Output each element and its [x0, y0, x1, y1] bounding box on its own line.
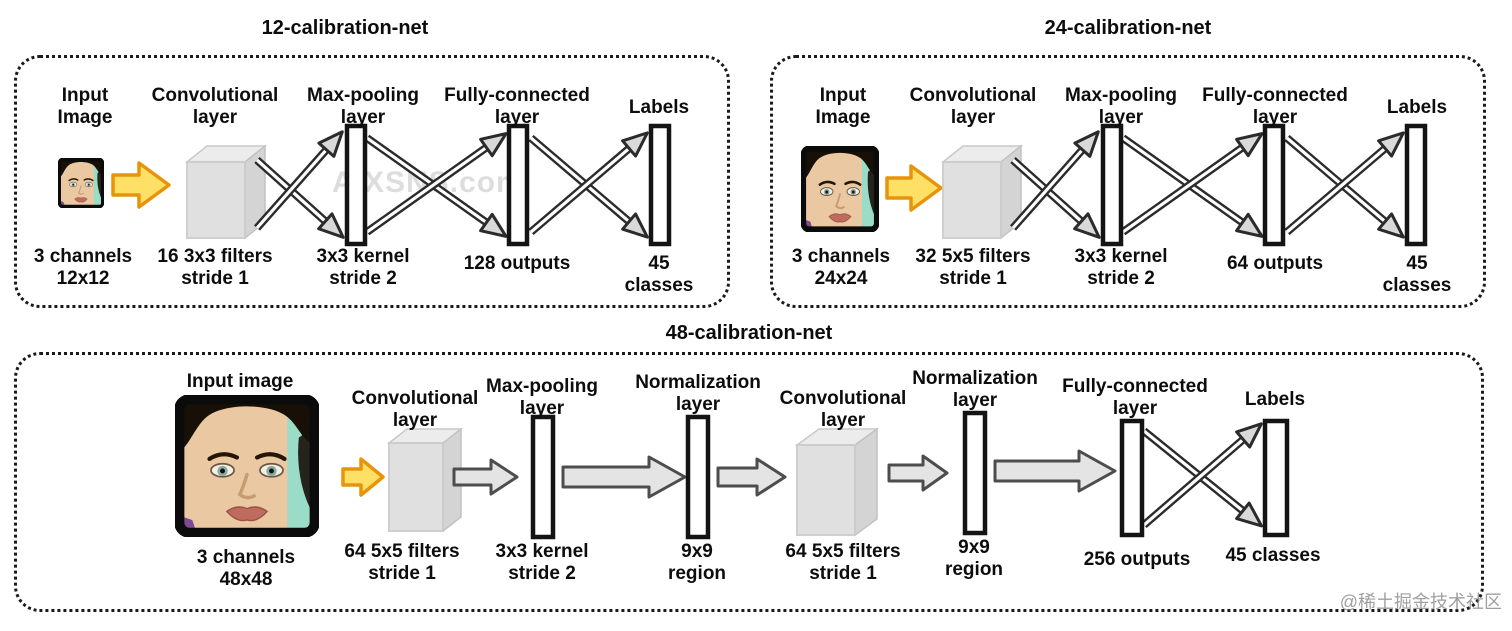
net12-input-label: Input Image [57, 85, 113, 129]
net48-labels-label: Labels [1244, 389, 1306, 410]
net12-connector-conv-pool [254, 130, 345, 239]
net24-labels-caption: 45 classes [1382, 253, 1452, 297]
net24-pool-label: Max-pooling layer [1065, 85, 1177, 129]
net48-input-arrow-icon [341, 457, 385, 497]
net24-conv-label: Convolutional layer [909, 85, 1037, 129]
net48-conv2-caption: 64 5x5 filters stride 1 [785, 541, 901, 585]
net48-norm1-rect [685, 414, 711, 540]
net24-input-label: Input Image [815, 85, 871, 129]
net48-flow-arrow-icon-3 [716, 457, 787, 497]
net48-fc-rect [1119, 418, 1145, 538]
net48-connector-fc-labels [1141, 422, 1264, 529]
net12-panel: Input Image Convolutional layer Max-pool… [14, 55, 730, 308]
net48-conv1-caption: 64 5x5 filters stride 1 [344, 541, 460, 585]
net12-title: 12-calibration-net [261, 17, 429, 39]
net12-fc-label: Fully-connected layer [444, 85, 590, 129]
net48-fc-caption: 256 outputs [1083, 549, 1191, 570]
net12-labels-rect [648, 123, 672, 247]
net48-flow-arrow-icon-2 [561, 455, 687, 499]
net48-input-label: Input image [186, 371, 294, 392]
net12-labels-label: Labels [628, 97, 690, 118]
net24-connector-conv-pool [1010, 130, 1101, 239]
net48-input-face-image [175, 395, 319, 537]
net24-input-caption: 3 channels 24x24 [791, 246, 891, 290]
net24-fc-caption: 64 outputs [1226, 253, 1324, 274]
net12-pool-caption: 3x3 kernel stride 2 [316, 246, 410, 290]
net24-labels-label: Labels [1386, 97, 1448, 118]
net12-fc-rect [506, 123, 530, 247]
net48-conv1-label: Convolutional layer [351, 388, 479, 432]
net48-conv2-box [794, 427, 880, 537]
net48-norm2-label: Normalization layer [912, 368, 1038, 412]
net24-labels-rect [1404, 123, 1428, 247]
net24-pool-rect [1100, 123, 1124, 247]
net48-title: 48-calibration-net [665, 322, 833, 344]
net12-conv-caption: 16 3x3 filters stride 1 [157, 246, 273, 290]
net24-conv-box [940, 144, 1024, 240]
net24-diagram [773, 123, 1428, 247]
net24-input-arrow-icon [885, 164, 943, 212]
net48-pool-caption: 3x3 kernel stride 2 [495, 541, 589, 585]
net48-flow-arrow-icon-4 [887, 454, 949, 492]
net48-norm1-label: Normalization layer [635, 372, 761, 416]
net48-fc-label: Fully-connected layer [1062, 376, 1208, 420]
net12-pool-label: Max-pooling layer [307, 85, 419, 129]
net24-fc-rect [1262, 123, 1286, 247]
net24-connector-fc-labels [1284, 131, 1405, 239]
net48-norm2-caption: 9x9 region [944, 537, 1004, 581]
net12-conv-box [184, 144, 268, 240]
net24-input-face-image [801, 146, 879, 232]
net12-conv-label: Convolutional layer [151, 85, 279, 129]
net48-norm1-caption: 9x9 region [667, 541, 727, 585]
net48-diagram [17, 355, 1290, 540]
net12-fc-caption: 128 outputs [463, 253, 571, 274]
net48-pool-label: Max-pooling layer [486, 376, 598, 420]
net48-conv2-label: Convolutional layer [779, 388, 907, 432]
net12-input-caption: 3 channels 12x12 [33, 246, 133, 290]
watermark-juejin: @稀土掘金技术社区 [1339, 592, 1502, 612]
net24-panel: Input Image Convolutional layer Max-pool… [770, 55, 1486, 308]
net48-panel: Input image Convolutional layer Max-pool… [14, 352, 1484, 612]
net12-input-face-image [58, 158, 104, 208]
net48-flow-arrow-icon-1 [452, 458, 519, 496]
net48-labels-rect [1262, 418, 1290, 538]
net48-flow-arrow-icon-5 [993, 449, 1117, 493]
net12-connector-pool-fc [364, 132, 508, 238]
net12-diagram [17, 123, 672, 247]
net48-labels-caption: 45 classes [1225, 545, 1321, 566]
net12-labels-caption: 45 classes [624, 253, 694, 297]
net48-input-caption: 3 channels 48x48 [196, 547, 296, 591]
net24-conv-caption: 32 5x5 filters stride 1 [915, 246, 1031, 290]
net24-connector-pool-fc [1120, 132, 1264, 238]
net24-title: 24-calibration-net [1044, 17, 1212, 39]
net48-norm2-rect [962, 410, 988, 536]
net12-input-arrow-icon [111, 161, 171, 209]
net48-pool-rect [530, 414, 556, 540]
net48-conv1-box [386, 427, 464, 533]
net12-connector-fc-labels [528, 131, 649, 239]
net12-pool-rect [344, 123, 368, 247]
net24-pool-caption: 3x3 kernel stride 2 [1074, 246, 1168, 290]
net24-fc-label: Fully-connected layer [1202, 85, 1348, 129]
